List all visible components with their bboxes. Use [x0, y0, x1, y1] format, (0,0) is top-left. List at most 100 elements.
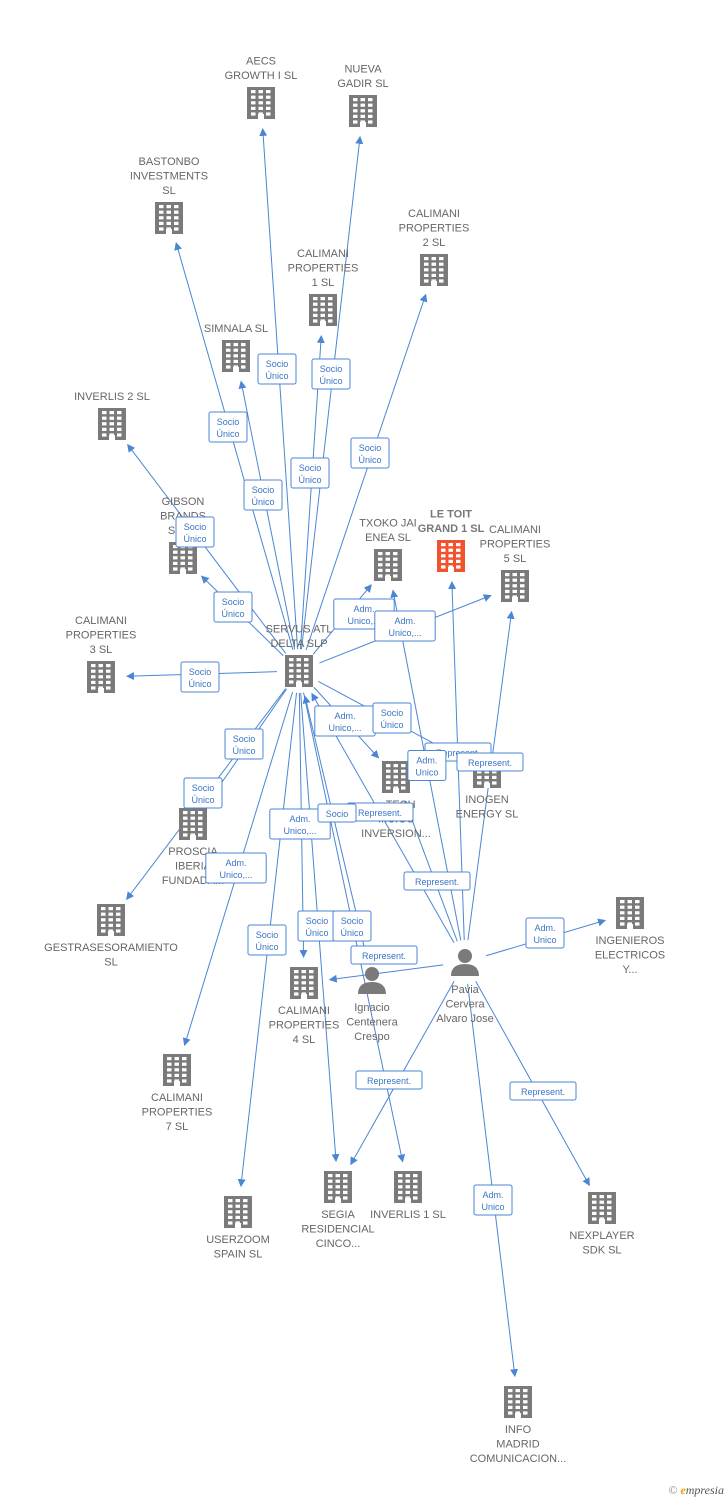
node-label: COMUNICACION... [470, 1453, 567, 1465]
edge-label-28[interactable]: Represent. [509, 1081, 577, 1101]
edge-label-30[interactable]: Socio [317, 803, 357, 823]
edge-servus-aecs [259, 127, 299, 650]
edge-label-18[interactable]: Adm.Unico,... [314, 705, 376, 737]
building-icon [179, 808, 207, 840]
node-label: SPAIN SL [214, 1249, 263, 1261]
edge-label-22[interactable]: Represent. [456, 752, 524, 772]
node-label: PROPERTIES [480, 539, 551, 551]
node-label: Pavia [451, 984, 479, 996]
building-icon [224, 1196, 252, 1228]
edge-label-10[interactable]: Adm.Unico,... [374, 610, 436, 642]
node-label: NEXPLAYER [569, 1230, 634, 1242]
edge-label-text: Socio [326, 809, 349, 819]
edge-label-text: Socio [320, 364, 343, 374]
node-label: DELTA SLP [270, 638, 327, 650]
edge-servus-simnala [238, 380, 296, 650]
node-label: Y... [622, 964, 637, 976]
building-icon [394, 1171, 422, 1203]
node-label: 4 SL [293, 1034, 316, 1046]
node-label: SDK SL [582, 1245, 621, 1257]
building-icon [290, 967, 318, 999]
node-inverlis1[interactable]: INVERLIS 1 SL [370, 1171, 446, 1221]
edge-label-20[interactable]: Represent. [403, 871, 471, 891]
node-label: SERVUS ATL [266, 624, 333, 636]
node-label: INOGEN [465, 794, 508, 806]
node-label: PROPERTIES [66, 630, 137, 642]
edge-label-text: Único [319, 376, 342, 386]
building-icon [155, 202, 183, 234]
edge-label-text: Único [183, 534, 206, 544]
building-icon [247, 87, 275, 119]
node-label: BASTONBO [139, 156, 200, 168]
node-label: 7 SL [166, 1121, 189, 1133]
edge-label-13[interactable]: Adm.Unico,... [205, 852, 267, 884]
node-ingenieros[interactable]: INGENIEROSELECTRICOSY... [595, 897, 665, 976]
edge-label-text: Adm. [225, 858, 246, 868]
node-simnala[interactable]: SIMNALA SL [204, 323, 268, 372]
edge-pavia-info [467, 983, 519, 1378]
edge-label-text: Único [191, 795, 214, 805]
edge-label-text: Único [188, 679, 211, 689]
node-servus[interactable]: SERVUS ATL DELTA SLP [266, 624, 333, 688]
edge-label-26[interactable]: Adm.Unico [525, 917, 565, 949]
edge-label-27[interactable]: Represent. [355, 1070, 423, 1090]
edge-label-text: Único [358, 455, 381, 465]
node-label: SL [104, 957, 117, 969]
building-icon [163, 1054, 191, 1086]
node-label: INGENIEROS [595, 935, 664, 947]
edge-label-29[interactable]: Adm.Unico [473, 1184, 513, 1216]
edge-label-text: Unico [415, 767, 438, 777]
edge-label-23[interactable]: Represent. [346, 802, 414, 822]
edge-label-24[interactable]: Adm.Unico [407, 749, 447, 781]
edge-label-14[interactable]: Adm.Unico,... [269, 808, 331, 840]
edge-label-text: Represent. [521, 1087, 565, 1097]
edge-label-text: Único [216, 429, 239, 439]
node-label: PROPERTIES [269, 1020, 340, 1032]
node-segia[interactable]: SEGIARESIDENCIALCINCO... [301, 1171, 375, 1250]
node-label: SEGIA [321, 1209, 355, 1221]
edge-label-text: Represent. [362, 951, 406, 961]
edge-label-text: Represent. [415, 877, 459, 887]
node-label: AECS [246, 56, 276, 68]
edge-pavia-cal4 [328, 964, 444, 983]
footer-brand[interactable]: © empresia [668, 1483, 724, 1498]
edge-labels-layer: SocioÚnicoSocioÚnicoSocioÚnicoSocioÚnico… [175, 353, 577, 1216]
person-icon [451, 949, 479, 976]
node-info[interactable]: INFOMADRIDCOMUNICACION... [470, 1386, 567, 1465]
node-inverlis2[interactable]: INVERLIS 2 SL [74, 391, 150, 440]
node-nexplayer[interactable]: NEXPLAYER SDK SL [569, 1192, 635, 1257]
edge-label-25[interactable]: Represent. [350, 945, 418, 965]
node-label: ENEA SL [365, 532, 411, 544]
building-icon [504, 1386, 532, 1418]
